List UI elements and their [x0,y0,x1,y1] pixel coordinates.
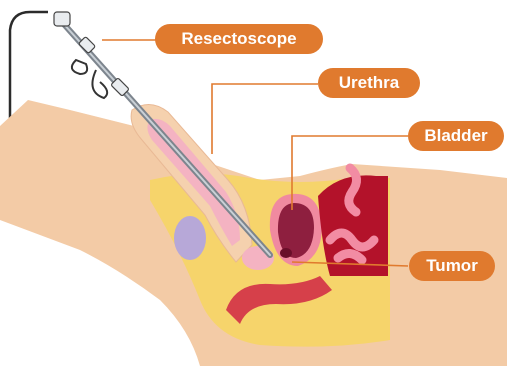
bladder-label: Bladder [408,121,504,151]
tumor-mass [280,248,292,258]
leader-urethra [212,84,318,154]
urethra-label: Urethra [318,68,420,98]
testis [174,216,206,260]
resectoscope-label: Resectoscope [155,24,323,54]
tumor-label: Tumor [409,251,495,281]
